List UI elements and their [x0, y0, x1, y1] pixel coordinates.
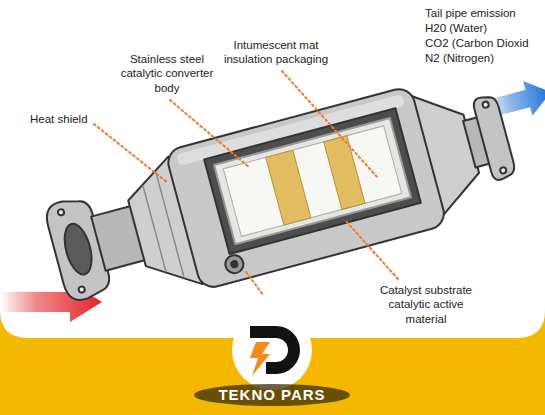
white-panel [0, 0, 545, 338]
logo-circle [232, 310, 312, 390]
catalyst-band [266, 150, 311, 225]
part-label: Stainless steel catalytic converter body [108, 52, 226, 95]
emission-heading: Tail pipe emission [425, 6, 516, 20]
insulation-mat [214, 118, 411, 244]
sensor-hole [231, 260, 238, 267]
outlet-flange [472, 94, 517, 182]
logo-bolt [250, 342, 270, 376]
brand-name: TEKNO PARS [172, 386, 372, 405]
leader-line [345, 220, 398, 279]
part-label: Catalyst substrate catalytic active mate… [370, 283, 482, 326]
leader-line [170, 100, 250, 168]
sensor-bung [223, 253, 245, 275]
emission-item: H20 (Water) [425, 21, 487, 35]
bolt-hole [57, 209, 64, 216]
flange-hole [60, 221, 97, 277]
emission-item: CO2 (Carbon Dioxid [425, 36, 529, 50]
leader-lines [94, 71, 398, 296]
leader-line [246, 272, 264, 296]
bolt-hole [500, 167, 507, 174]
catalyst-band [324, 136, 365, 210]
part-label: Intumescent mat insulation packaging [212, 38, 340, 67]
emission-item: N2 (Nitrogen) [425, 51, 494, 65]
leader-line [282, 71, 378, 178]
catalyst-substrate [223, 126, 401, 237]
leader-line [94, 124, 168, 183]
cutaway [204, 108, 421, 254]
converter-body [165, 86, 448, 291]
bolt-hole [78, 286, 85, 293]
bolt-hole [482, 101, 489, 108]
part-label: Heat shield [30, 112, 88, 126]
